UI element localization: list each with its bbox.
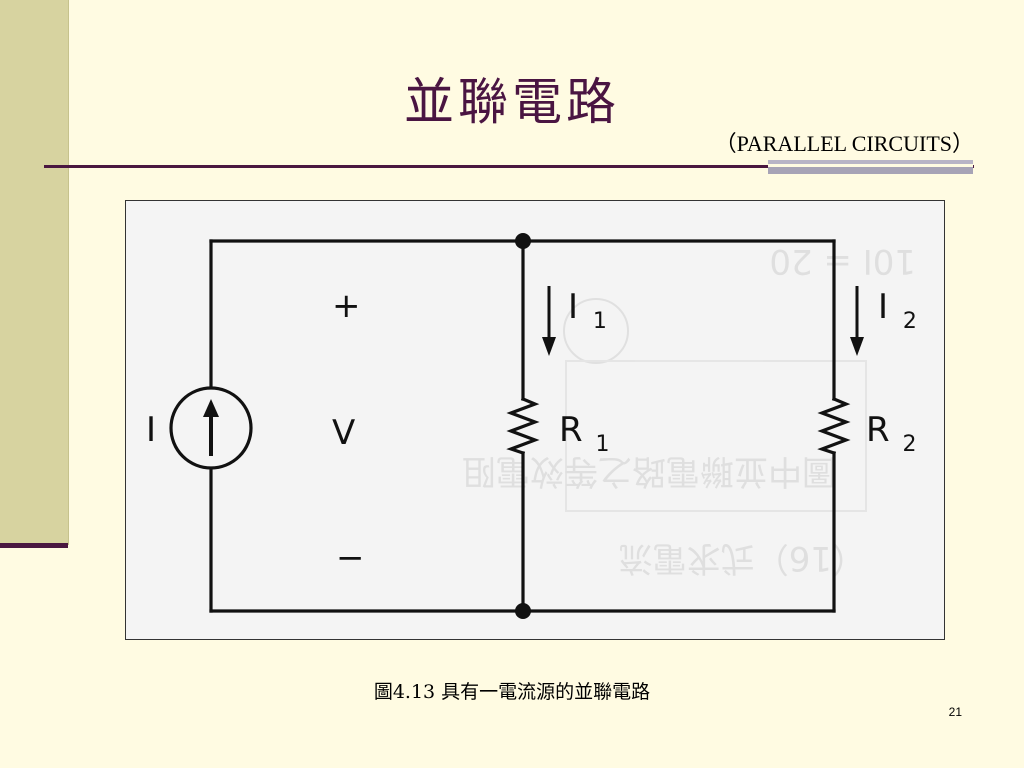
page-number: 21 bbox=[948, 705, 962, 719]
i1-label-sub: 1 bbox=[593, 309, 607, 334]
left-sidebar bbox=[0, 0, 69, 545]
svg-text:10I = 20: 10I = 20 bbox=[769, 241, 916, 281]
voltage-label: V bbox=[332, 413, 355, 453]
plus-sign: + bbox=[332, 286, 361, 326]
r1-label-sub: 1 bbox=[595, 432, 609, 457]
r1-label-main: R bbox=[559, 410, 583, 450]
r2-label-sub: 2 bbox=[902, 432, 916, 457]
r2-label: R 2 bbox=[866, 410, 916, 457]
resistor-r1-symbol bbox=[506, 396, 540, 456]
title-divider bbox=[44, 165, 974, 168]
junction-node-top bbox=[515, 233, 531, 249]
accent-bars bbox=[768, 160, 973, 174]
scan-bleed-through: 10I = 20 圖中並聯電路之等效電阻 （16）式求電流 bbox=[462, 241, 916, 578]
parallel-circuit-diagram: 10I = 20 圖中並聯電路之等效電阻 （16）式求電流 bbox=[146, 233, 917, 619]
circuit-figure: 10I = 20 圖中並聯電路之等效電阻 （16）式求電流 bbox=[125, 200, 945, 640]
i1-label-main: I bbox=[568, 287, 578, 327]
current-arrow-i2 bbox=[850, 286, 864, 356]
i2-label-sub: 2 bbox=[903, 309, 917, 334]
resistor-r2-symbol bbox=[817, 396, 851, 456]
svg-text:（16）式求電流: （16）式求電流 bbox=[619, 538, 866, 578]
r2-label-main: R bbox=[866, 410, 890, 450]
minus-sign: − bbox=[336, 538, 365, 578]
sidebar-rule bbox=[0, 543, 68, 548]
junction-node-bottom bbox=[515, 603, 531, 619]
slide-title: 並聯電路 bbox=[404, 73, 620, 131]
source-label: I bbox=[146, 410, 156, 450]
i2-label-main: I bbox=[878, 287, 888, 327]
current-arrow-i1 bbox=[542, 286, 556, 356]
i2-label: I 2 bbox=[878, 287, 917, 334]
i1-label: I 1 bbox=[568, 287, 607, 334]
r1-label: R 1 bbox=[559, 410, 609, 457]
current-source-symbol bbox=[169, 386, 253, 470]
figure-caption: 圖4.13 具有一電流源的並聯電路 bbox=[373, 681, 651, 703]
svg-text:圖中並聯電路之等效電阻: 圖中並聯電路之等效電阻 bbox=[462, 451, 836, 491]
slide-subtitle: （PARALLEL CIRCUITS） bbox=[714, 131, 974, 156]
